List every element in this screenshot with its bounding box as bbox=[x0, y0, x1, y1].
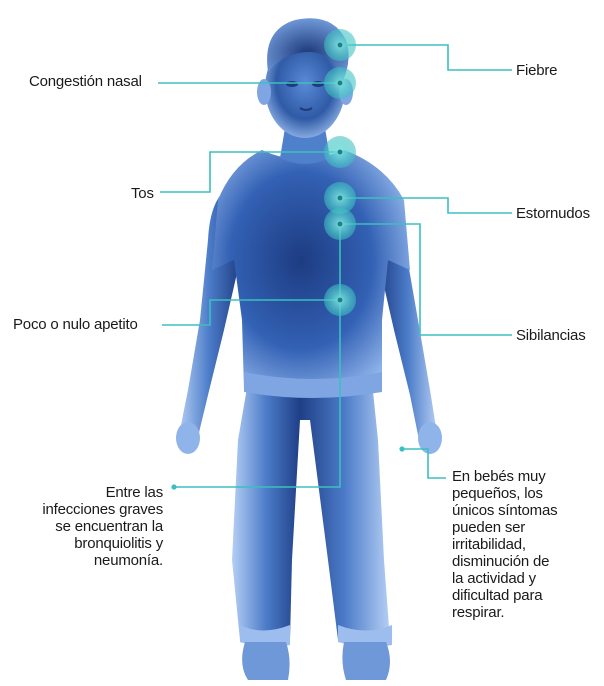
label-tos: Tos bbox=[131, 185, 154, 203]
connector-bebes bbox=[402, 449, 446, 478]
marker-dot-apetito bbox=[338, 298, 343, 303]
marker-dot-tos bbox=[338, 150, 343, 155]
marker-dot-estornudos bbox=[338, 196, 343, 201]
connector-fiebre bbox=[340, 45, 512, 70]
marker-dot-congestion bbox=[338, 81, 343, 86]
label-sibilancias: Sibilancias bbox=[516, 327, 586, 345]
label-poco-apetito: Poco o nulo apetito bbox=[13, 316, 138, 334]
marker-dot-sibilancias bbox=[338, 222, 343, 227]
endpoint-infecciones bbox=[171, 484, 176, 489]
label-congestion-nasal: Congestión nasal bbox=[29, 73, 142, 91]
label-fiebre: Fiebre bbox=[516, 62, 557, 80]
marker-dot-fiebre bbox=[338, 43, 343, 48]
note-bebes-pequenos: En bebés muy pequeños, los únicos síntom… bbox=[452, 468, 592, 621]
label-estornudos: Estornudos bbox=[516, 205, 590, 223]
note-infecciones-graves: Entre las infecciones graves se encuentr… bbox=[13, 484, 163, 569]
endpoint-bebes bbox=[399, 446, 404, 451]
